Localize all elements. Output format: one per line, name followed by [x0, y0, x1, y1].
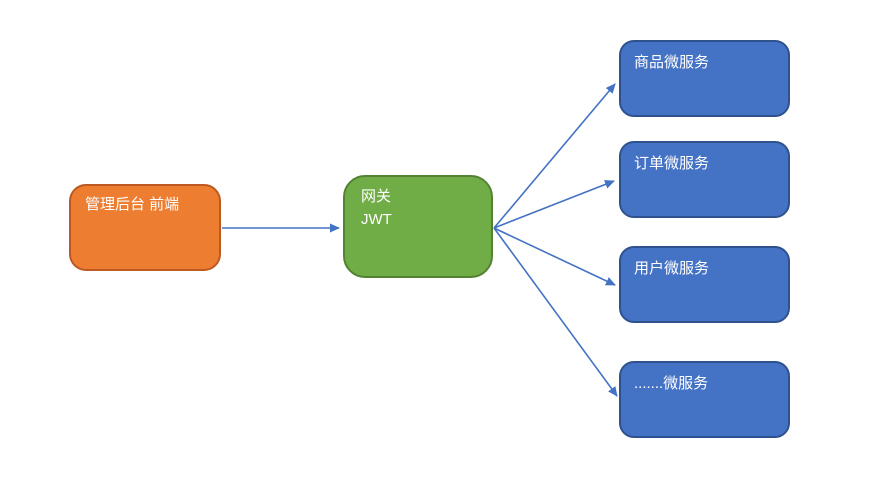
node-service-orders[interactable]: 订单微服务: [619, 141, 790, 218]
node-service-others[interactable]: .......微服务: [619, 361, 790, 438]
node-service-users[interactable]: 用户微服务: [619, 246, 790, 323]
node-gateway-subtitle: JWT: [361, 211, 392, 229]
node-service-orders-label: 订单微服务: [634, 155, 710, 172]
node-service-products-label: 商品微服务: [634, 54, 710, 71]
node-service-products[interactable]: 商品微服务: [619, 40, 790, 117]
node-gateway[interactable]: 网关 JWT: [343, 175, 493, 278]
node-gateway-title: 网关: [361, 188, 392, 205]
arrow-gateway-to-users[interactable]: [493, 227, 616, 286]
arrow-gateway-to-orders[interactable]: [493, 180, 615, 229]
node-service-others-label: .......微服务: [634, 375, 709, 392]
arrow-gateway-to-products[interactable]: [493, 83, 616, 229]
node-service-users-label: 用户微服务: [634, 260, 710, 277]
node-admin-frontend-label: 管理后台 前端: [85, 196, 180, 213]
arrow-gateway-to-others[interactable]: [493, 227, 618, 397]
node-admin-frontend[interactable]: 管理后台 前端: [69, 184, 221, 271]
